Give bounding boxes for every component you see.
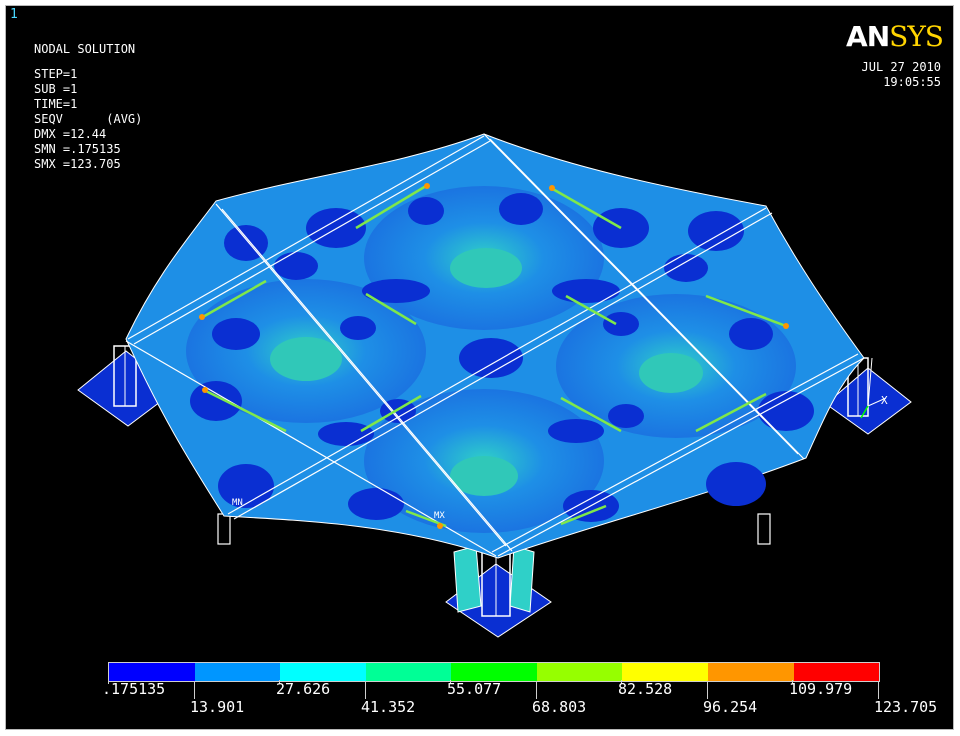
ansys-logo: ANSYS <box>846 20 944 53</box>
legend-swatch-0 <box>109 663 195 681</box>
logo-part-sys: SYS <box>889 20 944 53</box>
legend-tick-8 <box>792 680 794 684</box>
contour-legend-bar <box>108 662 880 682</box>
info-seqv: SEQV (AVG) <box>34 112 143 126</box>
legend-tick-5 <box>535 681 537 699</box>
datetime-block: JUL 27 2010 19:05:55 <box>862 60 941 90</box>
legend-tick-9 <box>878 681 879 699</box>
info-smn: SMN =.175135 <box>34 142 121 156</box>
legend-tick-2 <box>279 680 281 684</box>
legend-tick-4 <box>450 680 452 684</box>
legend-swatch-2 <box>280 663 366 681</box>
legend-swatch-7 <box>707 663 794 681</box>
legend-tick-6 <box>621 680 623 684</box>
legend-label-8: 109.979 <box>789 680 853 698</box>
legend-label-7: 96.254 <box>703 698 758 716</box>
info-dmx: DMX =12.44 <box>34 127 107 141</box>
legend-swatch-4 <box>451 663 537 681</box>
contour-plot-model <box>77 133 912 638</box>
legend-swatch-3 <box>365 663 452 681</box>
legend-swatch-8 <box>793 663 880 681</box>
support-bottom-left-leg <box>217 513 231 545</box>
logo-part-an: AN <box>846 20 890 53</box>
legend-label-3: 41.352 <box>361 698 416 716</box>
legend-tick-1 <box>193 681 195 699</box>
support-bottom <box>445 545 552 638</box>
legend-label-0: .175135 <box>102 680 166 698</box>
legend-label-4: 55.077 <box>447 680 502 698</box>
legend-label-6: 82.528 <box>618 680 673 698</box>
info-smx: SMX =123.705 <box>34 157 121 171</box>
info-time: TIME=1 <box>34 97 78 111</box>
hot-spots <box>199 183 789 529</box>
triad-x-label: X <box>881 394 888 407</box>
legend-label-2: 27.626 <box>276 680 331 698</box>
legend-label-1: 13.901 <box>190 698 245 716</box>
max-marker: MX <box>434 511 445 521</box>
plot-info-block: NODAL SOLUTION STEP=1 SUB =1 TIME=1 SEQV… <box>34 42 142 172</box>
legend-swatch-1 <box>194 663 281 681</box>
low-stress-regions <box>190 193 814 522</box>
min-marker: MN <box>232 498 243 508</box>
legend-label-9: 123.705 <box>874 698 938 716</box>
coordinate-triad <box>860 357 887 419</box>
legend-tick-7 <box>706 681 708 699</box>
support-bottom-right-leg <box>757 513 771 545</box>
legend-label-5: 68.803 <box>532 698 587 716</box>
legend-swatch-6 <box>622 663 708 681</box>
info-step: STEP=1 <box>34 67 78 81</box>
legend-tick-0 <box>108 680 109 684</box>
plot-title: NODAL SOLUTION <box>34 42 136 56</box>
structural-members <box>125 133 865 557</box>
graphics-viewport[interactable]: 1 NODAL SOLUTION STEP=1 SUB =1 TIME=1 SE… <box>5 5 954 730</box>
plot-date: JUL 27 2010 <box>861 60 941 74</box>
legend-tick-3 <box>364 681 366 699</box>
info-sub: SUB =1 <box>34 82 78 96</box>
window-number: 1 <box>10 7 18 22</box>
legend-swatch-5 <box>536 663 623 681</box>
plot-time: 19:05:55 <box>883 75 941 89</box>
